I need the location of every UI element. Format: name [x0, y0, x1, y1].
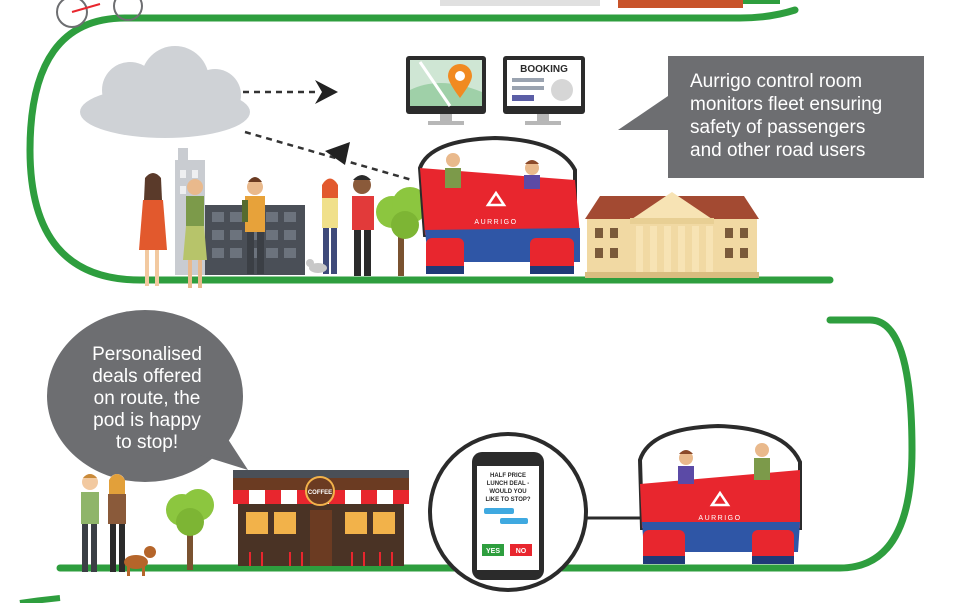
cloud-icon: [80, 46, 250, 138]
callout-line: monitors fleet ensuring: [690, 94, 883, 115]
data-flow-arrows: [243, 90, 413, 182]
callout-bubble-bottom: [47, 310, 248, 482]
control-room-callout: Aurrigo control room monitors fleet ensu…: [668, 56, 924, 178]
tree-icon: [166, 489, 214, 570]
pedestrian: [81, 474, 99, 572]
callout-pointer-top: [618, 96, 668, 130]
pedestrian: [322, 178, 338, 274]
pod-brand-bottom: AURRIGO: [698, 515, 741, 522]
callout-line: Aurrigo control room: [690, 71, 863, 92]
scene-remnant: [618, 0, 743, 8]
callout-line: deals offered: [92, 366, 202, 387]
callout-line: and other road users: [690, 140, 866, 161]
phone-message-line: HALF PRICE: [490, 473, 526, 479]
booking-label: BOOKING: [520, 64, 568, 75]
pedestrian: [139, 173, 167, 286]
monitor-icon: [406, 56, 486, 125]
phone-no-button: NO: [516, 548, 527, 555]
phone-message-line: LUNCH DEAL -: [487, 481, 530, 487]
bicycle-icon: [56, 0, 143, 28]
pedestrian: [352, 175, 374, 276]
arrow-head-left: [325, 142, 350, 165]
tree-icon: [376, 187, 428, 276]
smartphone-icon: HALF PRICE LUNCH DEAL - WOULD YOU LIKE T…: [428, 432, 588, 592]
phone-message-line: WOULD YOU: [489, 489, 526, 495]
callout-line: to stop!: [115, 432, 179, 453]
scene-remnant: [440, 0, 600, 6]
deals-callout: Personalised deals offered on route, the…: [54, 344, 240, 454]
booking-monitor: BOOKING: [503, 56, 585, 125]
callout-line: on route, the: [93, 388, 201, 409]
callout-line: pod is happy: [93, 410, 201, 431]
civic-building: [585, 192, 759, 278]
phone-message-line: LIKE TO STOP?: [485, 497, 530, 503]
track-path-bottom-edge: [19, 595, 61, 603]
coffee-shop: COFFEE: [228, 470, 414, 571]
phone-yes-button: YES: [486, 548, 500, 555]
autonomous-pod-top: AURRIGO: [417, 135, 580, 274]
track-path: [26, 6, 916, 572]
pedestrian: [183, 179, 207, 288]
dog-icon: [124, 546, 156, 576]
pedestrian: [242, 177, 265, 274]
callout-line: Personalised: [92, 344, 202, 365]
cafe-sign: COFFEE: [308, 490, 332, 496]
pod-brand-top: AURRIGO: [474, 219, 517, 226]
dog-icon: [306, 259, 327, 273]
callout-line: safety of passengers: [690, 117, 866, 138]
arrow-head-right: [315, 80, 338, 104]
pedestrian: [108, 474, 126, 572]
autonomous-pod-bottom: AURRIGO: [637, 423, 802, 564]
map-pin-icon: [448, 64, 472, 98]
